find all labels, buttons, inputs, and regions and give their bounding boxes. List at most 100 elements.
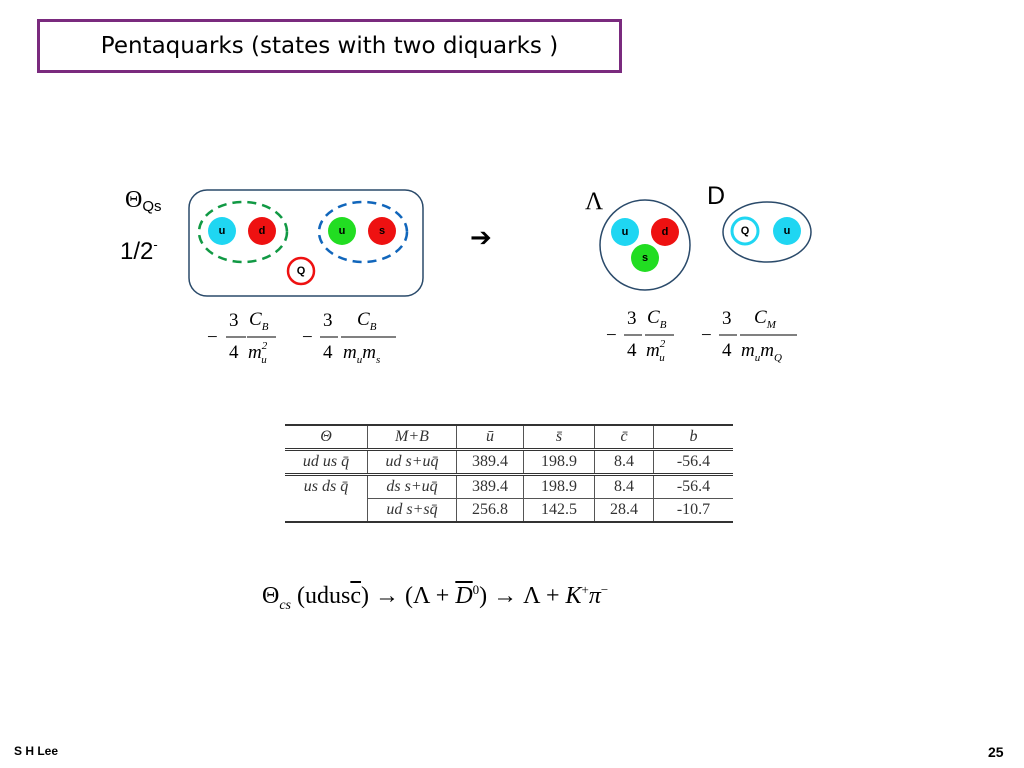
header-mb: M+B	[367, 425, 457, 450]
table-row: ud us q̄ ud s+uq̄ 389.4 198.9 8.4 -56.4	[285, 449, 733, 475]
cell: ud us q̄	[302, 453, 350, 470]
formula-left2-C: CB	[357, 309, 377, 333]
cell: ud s+uq̄	[367, 449, 457, 475]
reaction-arrow1: → (Λ +	[375, 583, 456, 609]
quark-diagram	[188, 189, 812, 338]
formula-left2-num: 3	[323, 310, 333, 331]
reaction-d-sup: 0	[472, 582, 480, 597]
quark-d-label: d	[258, 225, 266, 237]
reaction-close2: )	[479, 583, 488, 609]
formula-right1-den: 4	[627, 340, 637, 361]
formula-right2-den: 4	[722, 340, 732, 361]
cell: -56.4	[653, 449, 733, 475]
reaction-cbar: c	[350, 583, 362, 609]
quark-u-circle	[208, 217, 236, 245]
diquark-us-ellipse	[317, 200, 409, 264]
quark-u-circle-2	[328, 217, 356, 245]
lambda-circle	[599, 199, 691, 291]
reaction-pi-sup: −	[600, 582, 609, 597]
d-Q-ring	[730, 216, 760, 246]
cell: -10.7	[653, 498, 733, 522]
reaction-arrow2: → Λ +	[493, 583, 566, 609]
d-Q-label: Q	[740, 225, 750, 237]
theta-qs-label: ΘQs	[125, 187, 162, 215]
formula-left2-den: 4	[323, 342, 333, 363]
lambda-s-label: s	[641, 252, 649, 264]
cell: 389.4	[456, 449, 524, 475]
spin-label: 1/2-	[120, 237, 158, 266]
lambda-u-circle	[611, 218, 639, 246]
table-header-row: Θ M+B ū s̄ c̄ b	[285, 425, 733, 450]
formula-right1-sign: −	[606, 325, 617, 346]
quark-s-label: s	[378, 225, 386, 237]
table-row: us ds q̄ ds s+uq̄ 389.4 198.9 8.4 -56.4	[285, 474, 733, 499]
reaction-pi: π	[588, 583, 601, 609]
cell: 8.4	[594, 449, 654, 475]
header-b: b	[653, 425, 733, 450]
d-meson-label: D	[707, 182, 726, 210]
formula-left1-num: 3	[229, 310, 239, 331]
formula-right2-sign: −	[701, 325, 712, 346]
reaction-close: )	[361, 583, 370, 609]
lambda-d-circle	[651, 218, 679, 246]
quark-u-label: u	[218, 225, 226, 237]
cell: 28.4	[594, 498, 654, 522]
header-sbar: s̄	[523, 425, 595, 450]
cell: 198.9	[523, 474, 595, 499]
cell: 8.4	[594, 474, 654, 499]
cell	[285, 499, 368, 523]
reaction-content: (udus	[297, 583, 351, 609]
transition-arrow: ➔	[470, 222, 492, 252]
formula-left1-C: CB	[249, 309, 269, 333]
slide-title: Pentaquarks (states with two diquarks )	[37, 19, 622, 73]
formula-left1-m: m2u	[248, 340, 268, 366]
reaction-dbar: D	[455, 583, 473, 609]
reaction-k: K	[565, 583, 582, 609]
cell: 256.8	[456, 498, 524, 522]
formula-right1-C: CB	[647, 307, 667, 331]
lambda-s-circle	[631, 244, 659, 272]
decay-reaction: Θcs (udusc) → (Λ + D0) → Λ + K+π−	[262, 582, 608, 614]
reaction-k-sup: +	[581, 582, 589, 597]
cell: 142.5	[523, 498, 595, 522]
table-row: ud s+sq̄ 256.8 142.5 28.4 -10.7	[285, 498, 733, 523]
author-label: S H Lee	[14, 744, 59, 758]
cell: 389.4	[456, 474, 524, 499]
formula-right2-num: 3	[722, 308, 732, 329]
reaction-theta-sub: cs	[279, 597, 292, 613]
quark-Q-label: Q	[296, 265, 306, 277]
spin-parity: -	[153, 237, 158, 252]
quark-s-circle	[368, 217, 396, 245]
diquark-ud-ellipse	[197, 200, 289, 264]
formula-left2-m: mums	[343, 342, 381, 366]
mass-table: Θ M+B ū s̄ c̄ b ud us q̄ ud s+uq̄ 389.4 …	[285, 424, 733, 523]
theta-subscript: Qs	[142, 198, 162, 215]
slide-title-text: Pentaquarks (states with two diquarks )	[100, 33, 559, 59]
formula-right2-C: CM	[754, 307, 776, 331]
formula-left1-den: 4	[229, 342, 239, 363]
cell: ds s+uq̄	[367, 474, 457, 499]
lambda-d-label: d	[661, 226, 669, 238]
cell: 198.9	[523, 449, 595, 475]
reaction-theta: Θ	[262, 583, 280, 609]
header-theta: Θ	[320, 428, 332, 445]
header-ubar: ū	[456, 425, 524, 450]
cell: us ds q̄	[303, 478, 349, 496]
lambda-label: Λ	[585, 188, 604, 215]
cell: ud s+sq̄	[367, 498, 457, 522]
formula-left2-sign: −	[302, 327, 313, 348]
d-meson-ellipse	[722, 201, 812, 263]
d-u-label: u	[783, 225, 791, 237]
formula-left1-sign: −	[207, 327, 218, 348]
spin-value: 1/2	[120, 238, 154, 265]
quark-Q-ring	[286, 256, 316, 286]
quark-u2-label: u	[338, 225, 346, 237]
d-u-circle	[773, 217, 801, 245]
formula-right1-m: m2u	[646, 338, 666, 364]
quark-d-circle	[248, 217, 276, 245]
theta-symbol: Θ	[125, 187, 143, 213]
page-number: 25	[988, 744, 1004, 760]
formula-right1-num: 3	[627, 308, 637, 329]
header-cbar: c̄	[594, 425, 654, 450]
lambda-u-label: u	[621, 226, 629, 238]
